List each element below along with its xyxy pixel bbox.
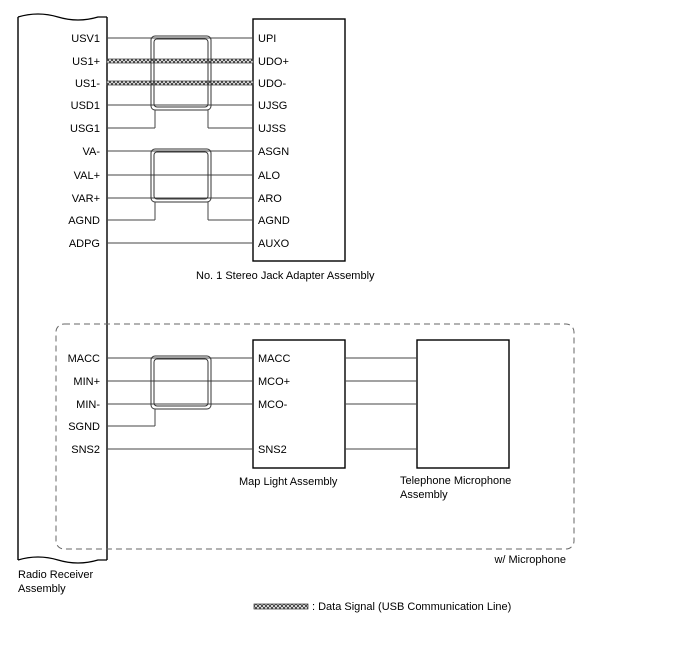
shield-mic: [150, 355, 212, 426]
legend-data-signal-swatch: [253, 603, 309, 610]
pin-sns2: SNS2: [71, 444, 100, 456]
jack-pin-udo-minus: UDO-: [258, 78, 286, 90]
jack-pin-agnd: AGND: [258, 215, 290, 227]
jack-adapter-title: No. 1 Stereo Jack Adapter Assembly: [196, 270, 375, 282]
jack-pin-upi: UPI: [258, 33, 276, 45]
pin-usd1: USD1: [71, 100, 100, 112]
pin-sgnd: SGND: [68, 421, 100, 433]
pin-min-plus: MIN+: [73, 376, 100, 388]
jack-adapter-box: [252, 18, 346, 262]
legend-data-signal-label: : Data Signal (USB Communication Line): [312, 601, 511, 613]
telephone-mic-box: [416, 339, 510, 469]
map-pin-mco-minus: MCO-: [258, 399, 288, 411]
pin-us1-minus: US1-: [75, 78, 100, 90]
radio-receiver-label-line1: Radio Receiver: [18, 569, 94, 581]
jack-pin-ujsg: UJSG: [258, 100, 287, 112]
option-group-border: [55, 323, 575, 550]
option-group-label: w/ Microphone: [493, 554, 566, 566]
pin-var-plus: VAR+: [72, 193, 100, 205]
jack-pin-alo: ALO: [258, 170, 280, 182]
wire-us1-minus-udo-minus: [106, 80, 254, 86]
radio-receiver-label-line2: Assembly: [18, 583, 66, 595]
map-light-box: [252, 339, 346, 469]
pin-adpg: ADPG: [69, 238, 100, 250]
map-light-title: Map Light Assembly: [239, 476, 338, 488]
map-pin-macc: MACC: [258, 353, 290, 365]
map-pin-sns2: SNS2: [258, 444, 287, 456]
lower-wires: [107, 357, 417, 450]
jack-pin-udo-plus: UDO+: [258, 56, 289, 68]
wire-us1-plus-udo-plus: [106, 58, 254, 64]
pin-min-minus: MIN-: [76, 399, 100, 411]
jack-pin-ujss: UJSS: [258, 123, 286, 135]
shield-audio: [150, 148, 212, 220]
pin-usv1: USV1: [71, 33, 100, 45]
pin-va-minus: VA-: [82, 146, 100, 158]
shield-usb: [150, 35, 212, 128]
pin-agnd: AGND: [68, 215, 100, 227]
pin-macc: MACC: [68, 353, 100, 365]
jack-pin-asgn: ASGN: [258, 146, 289, 158]
pin-usg1: USG1: [70, 123, 100, 135]
map-pin-mco-plus: MCO+: [258, 376, 290, 388]
telephone-mic-title-line2: Assembly: [400, 489, 448, 501]
jack-pin-aro: ARO: [258, 193, 282, 205]
jack-pin-auxo: AUXO: [258, 238, 290, 250]
upper-wires: [106, 37, 254, 244]
pin-us1-plus: US1+: [72, 56, 100, 68]
pin-val-plus: VAL+: [74, 170, 100, 182]
telephone-mic-title-line1: Telephone Microphone: [400, 475, 511, 487]
radio-receiver-body: [17, 13, 108, 564]
